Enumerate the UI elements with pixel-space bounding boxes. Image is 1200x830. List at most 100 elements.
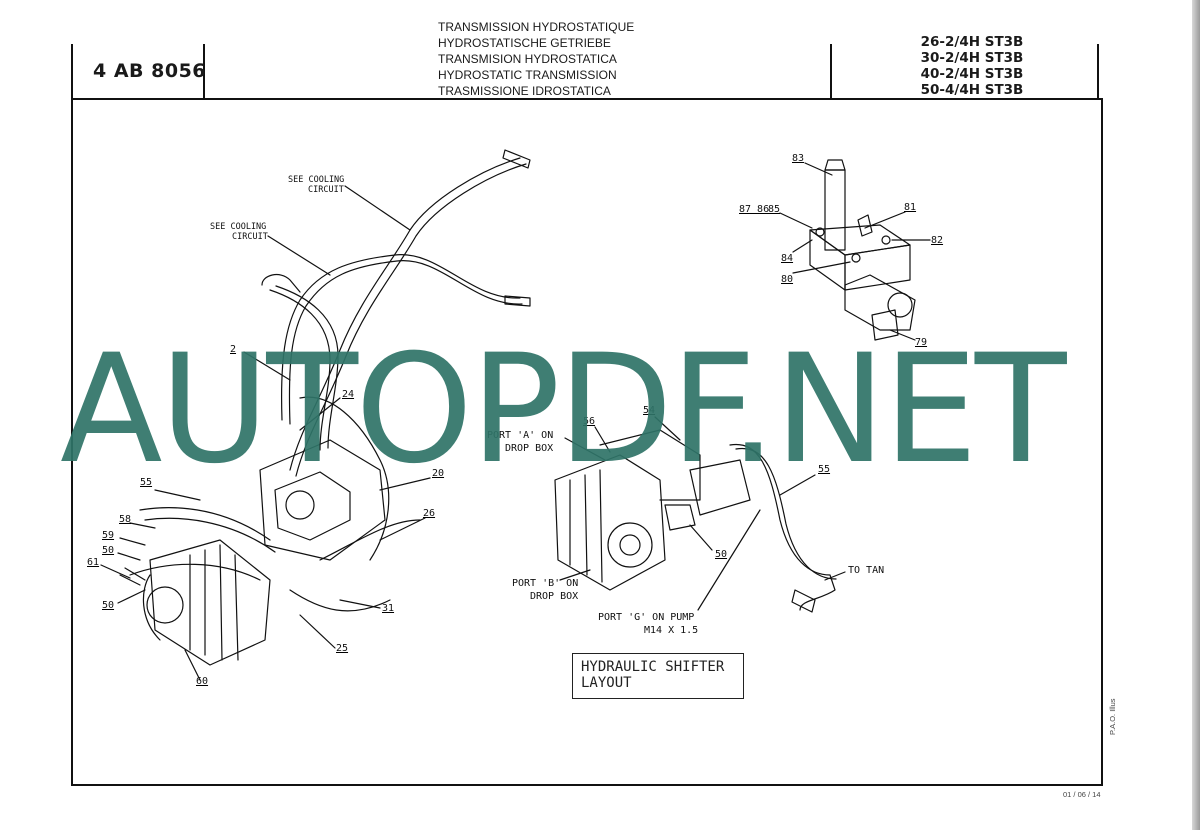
callout-50a: 50	[102, 545, 114, 556]
callout-85: 85	[768, 204, 780, 215]
solenoid-cap	[887, 292, 913, 318]
note-cooling-2-line1: SEE COOLING	[210, 222, 266, 232]
hose-55	[729, 443, 836, 611]
valve-bolt-2	[881, 235, 891, 245]
layout-title-box: HYDRAULIC SHIFTER LAYOUT	[572, 653, 744, 699]
elbow-fitting	[261, 273, 301, 293]
callout-31: 31	[382, 603, 394, 614]
callout-56: 56	[583, 416, 595, 427]
note-port-a-line1: PORT 'A' ON	[487, 430, 553, 441]
leader-55b	[779, 474, 816, 496]
leader-60	[184, 649, 201, 681]
leader-24	[299, 397, 341, 431]
model-list: 26-2/4H ST3B 30-2/4H ST3B 40-2/4H ST3B 5…	[912, 34, 1032, 98]
callout-83: 83	[792, 153, 804, 164]
note-to-tank: TO TAN	[848, 565, 884, 576]
header-model-divider	[830, 44, 832, 100]
leader-81	[864, 211, 906, 229]
gearbox-flange	[142, 574, 161, 641]
valve-stem	[824, 169, 846, 251]
leader-61	[100, 564, 131, 579]
valve-block-front	[809, 229, 846, 291]
leader-50b	[117, 589, 146, 604]
dropbox-bore	[619, 534, 641, 556]
leader-50c	[689, 524, 713, 551]
gearbox-ribs	[189, 544, 239, 661]
dropbox-flange	[607, 522, 653, 568]
dropbox-ribs	[569, 469, 603, 583]
title-block: TRANSMISSION HYDROSTATIQUE HYDROSTATISCH…	[438, 19, 634, 99]
connector	[871, 309, 899, 341]
model-2: 30-2/4H ST3B	[920, 50, 1024, 66]
illustrator-credit: P.A.O. Illus	[1108, 698, 1117, 735]
valve-block	[689, 459, 751, 516]
gearbox-port	[146, 586, 184, 624]
leader-to-tan	[824, 571, 846, 581]
callout-2: 2	[230, 344, 236, 355]
callout-50c: 50	[715, 549, 727, 560]
callout-58: 58	[119, 514, 131, 525]
callout-24: 24	[342, 389, 354, 400]
note-port-b-line1: PORT 'B' ON	[512, 578, 578, 589]
leader-56	[594, 426, 611, 453]
title-fr: TRANSMISSION HYDROSTATIQUE	[438, 20, 635, 34]
dropbox-body	[554, 454, 666, 591]
callout-26: 26	[423, 508, 435, 519]
fitting-left	[119, 567, 146, 586]
tube-31	[289, 589, 391, 612]
leader-80	[792, 261, 851, 274]
print-date: 01 / 06 / 14	[1063, 790, 1101, 799]
tube-26	[319, 519, 421, 561]
note-cooling-2-line2: CIRCUIT	[232, 232, 268, 242]
callout-82: 82	[931, 235, 943, 246]
leader-port-a	[564, 437, 606, 461]
page-edge-shadow	[1192, 0, 1200, 830]
callout-54: 54	[643, 405, 655, 416]
title-en: HYDROSTATIC TRANSMISSION	[438, 68, 617, 82]
pump-g-port	[664, 504, 696, 531]
callout-55b: 55	[818, 464, 830, 475]
dropbox-top	[599, 429, 701, 501]
leader-26	[379, 517, 426, 541]
leader-port-b	[559, 569, 591, 581]
hose-fitting-top	[502, 149, 531, 169]
layout-title-line1: HYDRAULIC SHIFTER	[581, 659, 725, 675]
callout-80: 80	[781, 274, 793, 285]
model-1: 26-2/4H ST3B	[920, 34, 1024, 50]
model-3: 40-2/4H ST3B	[920, 66, 1024, 82]
title-es: TRANSMISION HYDROSTATICA	[438, 52, 617, 66]
leader-cooling-1	[344, 185, 411, 231]
cooling-tube-2b	[288, 260, 523, 425]
solenoid	[844, 274, 916, 331]
layout-title-line2: LAYOUT	[581, 675, 632, 691]
header-right-line	[1097, 44, 1099, 100]
callout-25: 25	[336, 643, 348, 654]
leader-55a	[154, 489, 201, 501]
reference-code: 4 AB 8056	[93, 60, 207, 82]
leader-59	[119, 537, 146, 546]
title-it: TRASMISSIONE IDROSTATICA	[438, 84, 611, 98]
valve-cap	[824, 159, 846, 171]
callout-84: 84	[781, 253, 793, 264]
model-4: 50-4/4H ST3B	[920, 82, 1024, 98]
hose-fitting-right	[504, 295, 531, 307]
leader-20	[379, 477, 431, 491]
title-de: HYDROSTATISCHE GETRIEBE	[438, 36, 611, 50]
leader-31	[339, 599, 381, 609]
valve-bolt-3	[851, 253, 861, 263]
callout-61: 61	[87, 557, 99, 568]
note-port-g-line1: PORT 'G' ON PUMP	[598, 612, 694, 623]
cooling-tube-1b	[295, 163, 527, 477]
note-port-a-line2: DROP BOX	[505, 443, 553, 454]
callout-50b: 50	[102, 600, 114, 611]
pump-port	[285, 490, 315, 520]
pump-face	[274, 471, 351, 541]
valve-bolt-1	[815, 227, 825, 237]
drawing-frame	[71, 98, 1103, 786]
callout-81: 81	[904, 202, 916, 213]
header-ref-divider	[203, 44, 205, 100]
valve-fitting	[857, 214, 873, 237]
leader-58	[129, 522, 156, 529]
leader-54	[654, 416, 681, 441]
leader-2	[243, 351, 291, 381]
